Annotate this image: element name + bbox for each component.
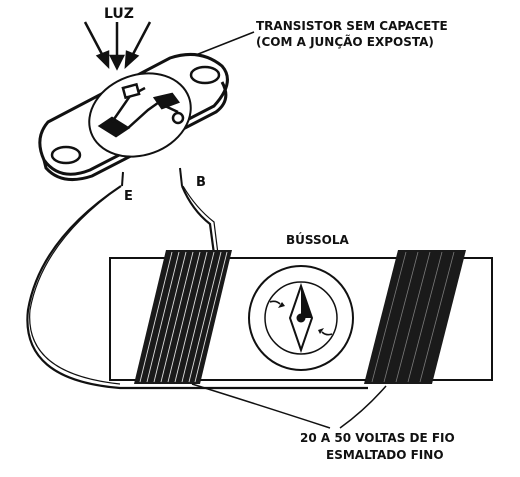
compass-needle-north (301, 286, 312, 318)
compass-label: BÚSSOLA (286, 232, 349, 247)
transistor-leads (121, 167, 183, 187)
base-wire (180, 185, 216, 255)
transistor (38, 52, 229, 182)
mounting-hole-left (50, 145, 82, 165)
emitter-wire (26, 185, 368, 390)
exposed-junction (97, 82, 185, 138)
mounting-hole-right (189, 65, 221, 85)
transistor-label-line2: (COM A JUNÇÃO EXPOSTA) (256, 34, 434, 49)
winding-label-line2: ESMALTADO FINO (326, 448, 444, 462)
coil-right (364, 250, 466, 384)
coil-left (134, 250, 232, 384)
winding-leader-lines (191, 383, 387, 429)
base-label: B (196, 175, 206, 190)
compass (248, 265, 354, 371)
transistor-label-line1: TRANSISTOR SEM CAPACETE (256, 19, 448, 33)
emitter-label: E (124, 189, 133, 204)
light-label: LUZ (104, 6, 134, 22)
winding-label-line1: 20 A 50 VOLTAS DE FIO (300, 431, 455, 445)
light-arrows (83, 21, 152, 71)
